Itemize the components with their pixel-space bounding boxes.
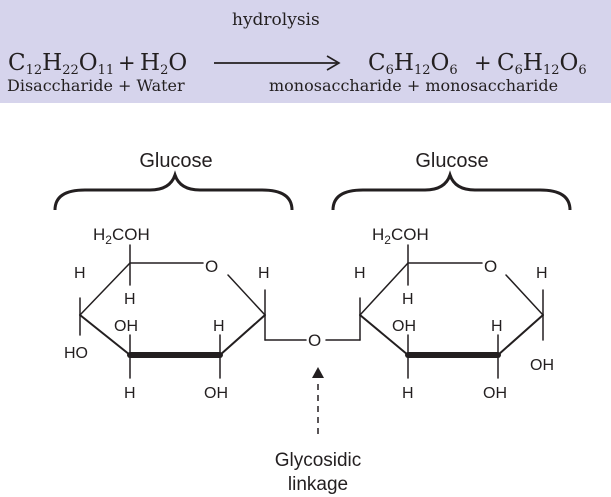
- svg-text:HO: HO: [64, 345, 88, 362]
- right-ring-labels: H2COH O H H H OH H OH H OH: [354, 225, 554, 402]
- svg-text:OH: OH: [483, 385, 507, 402]
- formula-monosaccharide-2: C6H12O6: [497, 50, 587, 78]
- svg-text:H: H: [74, 265, 86, 282]
- reaction-arrow: [214, 55, 341, 71]
- left-glucose-ring: [79, 244, 307, 379]
- svg-text:H2COH: H2COH: [93, 225, 150, 247]
- plus-sign: +: [118, 51, 136, 75]
- glycosidic-oxygen-label: O: [308, 331, 321, 350]
- svg-text:OH: OH: [114, 318, 138, 335]
- right-glucose-ring: [325, 244, 544, 379]
- right-brace: [331, 170, 572, 211]
- glycosidic-linkage-label-1: Glycosidic: [275, 450, 362, 471]
- left-brace: [53, 170, 294, 211]
- svg-text:H2COH: H2COH: [372, 225, 429, 247]
- right-ring-label: Glucose: [415, 150, 488, 172]
- svg-text:H: H: [536, 265, 548, 282]
- glycosidic-linkage-label-2: linkage: [288, 474, 348, 495]
- left-ring-label: Glucose: [139, 150, 212, 172]
- svg-text:OH: OH: [392, 318, 416, 335]
- svg-text:OH: OH: [204, 385, 228, 402]
- equation-banner: [0, 0, 611, 103]
- svg-text:O: O: [205, 257, 218, 276]
- svg-text:H: H: [124, 385, 136, 402]
- svg-text:H: H: [402, 385, 414, 402]
- svg-text:O: O: [484, 257, 497, 276]
- plus-sign: +: [474, 51, 492, 75]
- svg-text:H: H: [124, 291, 136, 308]
- formula-water: H2O: [140, 50, 188, 78]
- linkage-pointer: [312, 367, 324, 437]
- svg-text:H: H: [213, 318, 225, 335]
- formula-disaccharide: C12H22O11: [8, 50, 115, 78]
- left-ring-labels: H2COH O H H H OH H HO H OH: [64, 225, 270, 402]
- svg-text:H: H: [491, 318, 503, 335]
- svg-text:H: H: [258, 265, 270, 282]
- svg-text:H: H: [402, 291, 414, 308]
- right-label: monosaccharide + monosaccharide: [269, 76, 559, 95]
- left-label: Disaccharide + Water: [7, 76, 185, 95]
- svg-text:OH: OH: [530, 357, 554, 374]
- svg-text:H: H: [354, 265, 366, 282]
- formula-monosaccharide-1: C6H12O6: [368, 50, 458, 78]
- catalyst-label: hydrolysis: [232, 10, 320, 30]
